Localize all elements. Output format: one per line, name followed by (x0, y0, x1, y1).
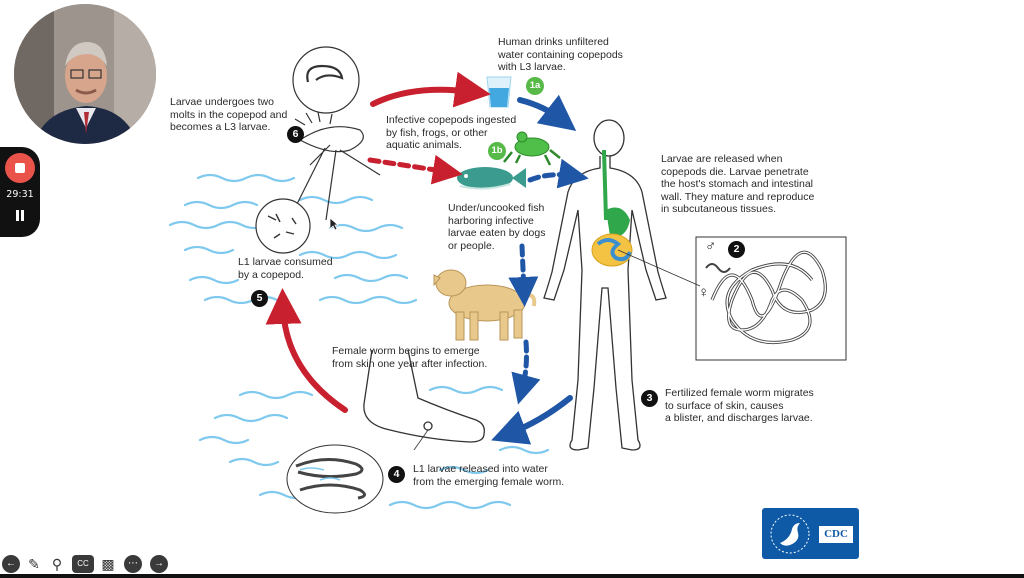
zoom-icon[interactable]: ⚲ (51, 556, 63, 572)
stop-recording-button[interactable] (5, 153, 35, 183)
step-badge-4: 4 (388, 466, 405, 483)
annotation-toolbar: ← ✎ ⚲ CC ▩ ⋯ → (0, 553, 175, 575)
label-migrates: Fertilized female worm migrates to surfa… (665, 387, 814, 424)
recording-timer: 29:31 (6, 189, 34, 200)
pencil-icon[interactable]: ✎ (28, 556, 40, 572)
step-badge-3: 3 (641, 390, 658, 407)
presenter-video (14, 4, 156, 144)
l1-larvae-circle (286, 444, 384, 514)
digestive-tract (591, 149, 633, 267)
recorder-widget: 29:31 (0, 147, 40, 237)
human-figure (543, 119, 667, 451)
mouse-cursor (329, 217, 339, 231)
label-molts: Larvae undergoes two molts in the copepo… (170, 96, 288, 133)
larvae-circle (255, 198, 311, 254)
label-infective: Infective copepods ingested by fish, fro… (386, 114, 517, 151)
water-glass (486, 76, 512, 108)
frog-illustration (503, 131, 561, 166)
label-emerge: Female worm begins to emerge from skin o… (332, 345, 488, 370)
water-waves-bottom (198, 385, 550, 510)
male-symbol: ♂ (705, 238, 717, 255)
back-arrow-icon[interactable]: ← (2, 555, 20, 573)
step-badge-1a: 1a (526, 77, 544, 95)
hhs-eagle-icon (770, 514, 810, 554)
foot-illustration (363, 349, 485, 451)
step-badge-6: 6 (287, 126, 304, 143)
step-badge-1b: 1b (488, 142, 506, 160)
video-camera-icon[interactable]: ▩ (101, 556, 115, 572)
label-larvae-released: Larvae are released when copepods die. L… (661, 153, 815, 215)
more-options-icon[interactable]: ⋯ (124, 555, 142, 573)
step-badge-5: 5 (251, 290, 268, 307)
bottom-bar (0, 574, 1024, 578)
copepod-illustration (292, 46, 381, 221)
cdc-logo-text: CDC (819, 526, 853, 543)
label-undercooked: Under/uncooked fish harboring infective … (448, 202, 546, 252)
label-l1-released: L1 larvae released into water from the e… (413, 463, 565, 488)
forward-arrow-icon[interactable]: → (150, 555, 168, 573)
cycle-arrows (265, 71, 589, 445)
captions-button[interactable]: CC (72, 555, 94, 573)
female-symbol: ♀ (698, 284, 710, 301)
fish-illustration (457, 167, 526, 190)
pause-icon[interactable] (14, 210, 26, 222)
label-human-drinks: Human drinks unfiltered water containing… (498, 36, 623, 73)
step-badge-2: 2 (728, 241, 745, 258)
label-consumed: L1 larvae consumed by a copepod. (238, 256, 333, 281)
dog-illustration (433, 269, 537, 341)
worm-box (617, 236, 847, 361)
webcam-bubble[interactable] (14, 4, 156, 144)
